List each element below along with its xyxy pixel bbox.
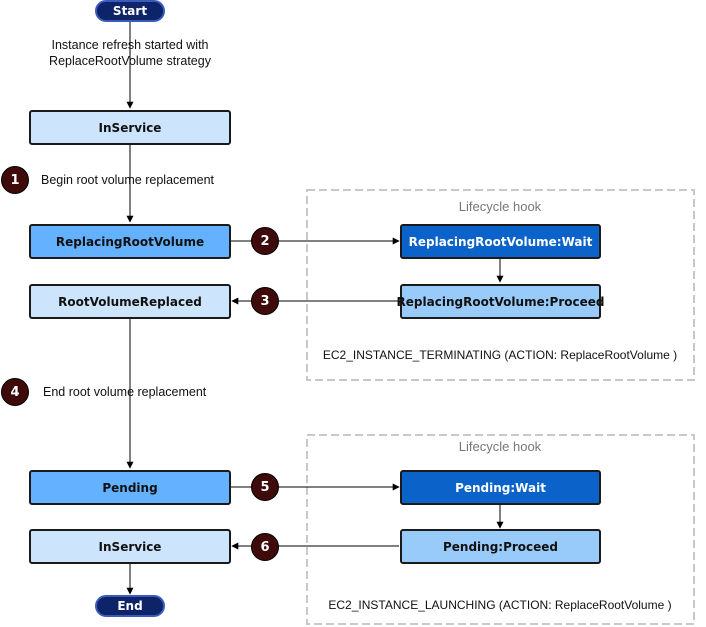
start-terminal: Start: [95, 0, 165, 22]
step-badge-2: 2: [251, 227, 279, 255]
hook-pending-proceed: Pending:Proceed: [400, 529, 601, 564]
hook-event-launching: EC2_INSTANCE_LAUNCHING (ACTION: ReplaceR…: [328, 598, 672, 612]
state-replacing-root-volume: ReplacingRootVolume: [29, 224, 231, 259]
hook-event-terminating: EC2_INSTANCE_TERMINATING (ACTION: Replac…: [322, 348, 678, 362]
start-annotation-line-1: Instance refresh started with: [51, 38, 209, 52]
state-pending: Pending: [29, 470, 231, 505]
lifecycle-hook-region-bottom: [306, 434, 695, 625]
hook-replacing-wait: ReplacingRootVolume:Wait: [400, 224, 601, 259]
step-badge-5: 5: [251, 473, 279, 501]
start-annotation-line-2: ReplaceRootVolume strategy: [49, 54, 211, 68]
lifecycle-hook-title-bottom: Lifecycle hook: [458, 439, 542, 454]
hook-pending-wait: Pending:Wait: [400, 470, 601, 505]
hook-replacing-proceed: ReplacingRootVolume:Proceed: [397, 284, 604, 319]
state-inservice-top: InService: [29, 110, 231, 145]
lifecycle-hook-title-top: Lifecycle hook: [458, 199, 542, 214]
end-terminal: End: [95, 595, 165, 617]
lifecycle-hook-region-top: [306, 189, 695, 381]
step-label-begin: Begin root volume replacement: [41, 173, 215, 187]
start-annotation: Instance refresh started with ReplaceRoo…: [20, 37, 240, 69]
state-inservice-bottom: InService: [29, 529, 231, 564]
step-label-end: End root volume replacement: [43, 385, 207, 399]
step-badge-6: 6: [251, 533, 279, 561]
step-badge-3: 3: [251, 287, 279, 315]
state-root-volume-replaced: RootVolumeReplaced: [29, 284, 231, 319]
step-badge-1: 1: [1, 166, 29, 194]
step-badge-4: 4: [1, 378, 29, 406]
